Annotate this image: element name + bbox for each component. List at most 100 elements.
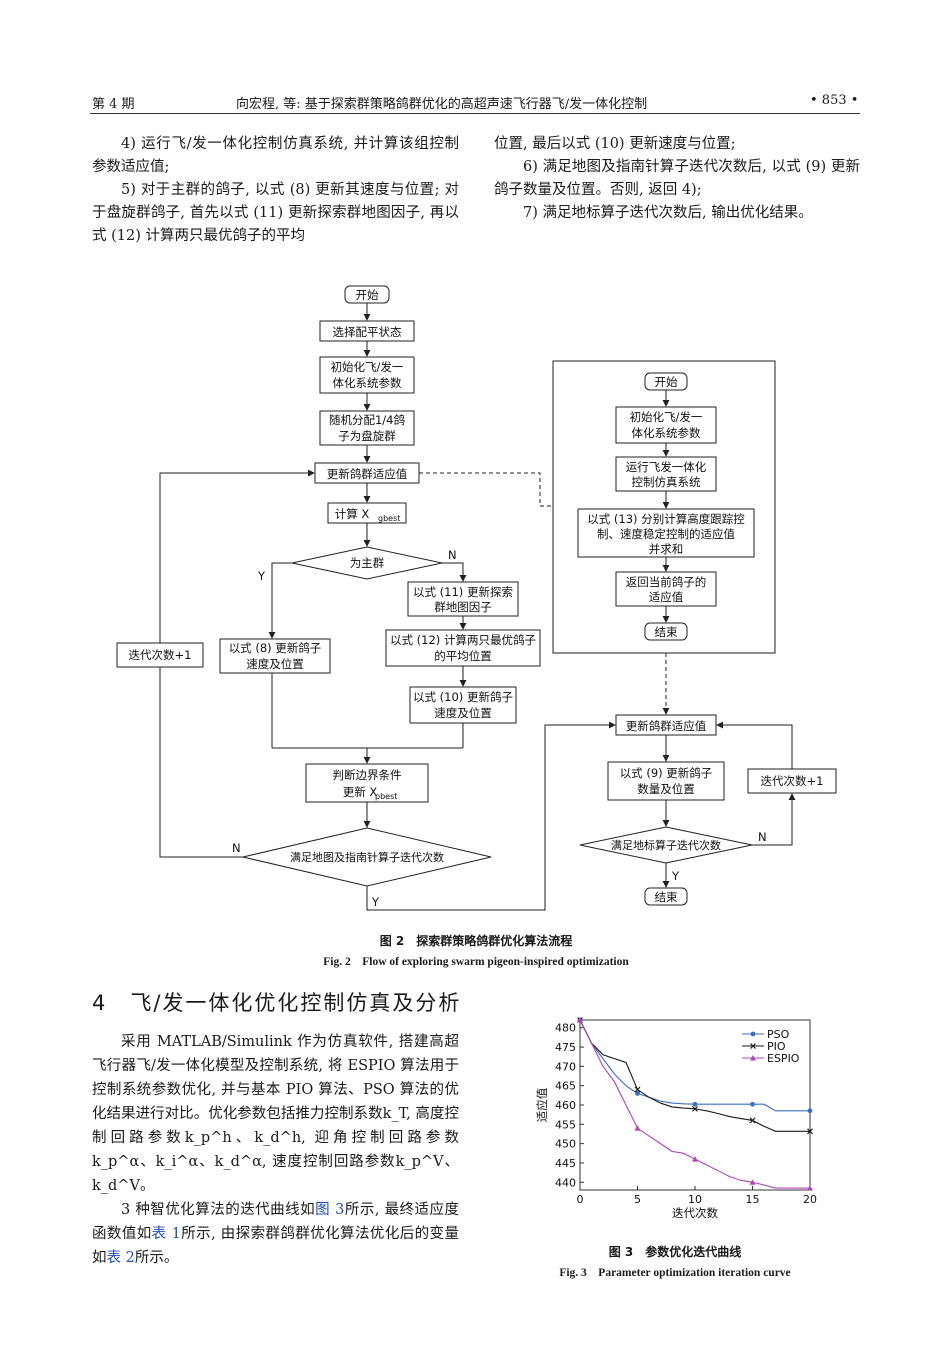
step-5: 5) 对于主群的鸽子, 以式 (8) 更新其速度与位置; 对于盘旋群鸽子, 首先… (92, 182, 459, 244)
assign-label-2: 子为盘旋群 (338, 429, 396, 443)
eq11-label-2: 群地图因子 (434, 600, 492, 614)
body-p2-c: 所示, 由探索群鸽群优化算法优化后的变量如 (92, 1226, 459, 1266)
table1-link[interactable]: 表 1 (151, 1226, 181, 1242)
sub-start-label: 开始 (655, 375, 678, 389)
yes-label-2: Y (371, 895, 380, 909)
boundary-box (305, 763, 429, 803)
pbest-subscript: pbest (375, 792, 397, 801)
end-label: 结束 (655, 890, 678, 904)
y-tick-label: 475 (555, 1041, 576, 1054)
start-label: 开始 (356, 288, 379, 302)
eq12-label-2: 的平均位置 (434, 649, 492, 663)
map-cond-label: 满足地图及指南针算子迭代次数 (290, 850, 444, 864)
page-number: • 853 • (810, 93, 859, 108)
legend-marker-pio (750, 1043, 756, 1049)
sub-eq13-label-3: 并求和 (649, 542, 684, 556)
init-label-2: 体化系统参数 (333, 376, 402, 390)
y-axis-label: 适应值 (535, 1087, 549, 1122)
iter-inc-label: 迭代次数+1 (129, 648, 192, 662)
y-tick-label: 470 (555, 1060, 576, 1073)
section-title: 4 飞/发一体化优化控制仿真及分析 (92, 991, 462, 1015)
left-column: 4) 运行飞/发一体化控制仿真系统, 并计算该组控制参数适应值; 5) 对于主群… (92, 133, 459, 248)
data-point-pio (634, 1086, 641, 1093)
body-p2-d: 所示。 (134, 1250, 179, 1266)
sub-return-label-1: 返回当前鸽子的 (626, 575, 707, 589)
body-paragraph-1: 采用 MATLAB/Simulink 作为仿真软件, 搭建高超飞行器飞/发一体化… (92, 1034, 459, 1194)
eq11-label-1: 以式 (11) 更新探索 (413, 585, 513, 599)
y-tick-label: 450 (555, 1138, 576, 1151)
right-column: 位置, 最后以式 (10) 更新速度与位置; 6) 满足地图及指南针算子迭代次数… (494, 133, 860, 225)
boundary-label-2: 更新 X (343, 785, 378, 799)
sub-end-node (644, 622, 688, 641)
data-point-espio (807, 1185, 813, 1191)
is-main-diamond (291, 546, 443, 580)
step-7: 7) 满足地标算子迭代次数后, 输出优化结果。 (523, 205, 813, 221)
data-point-pso (635, 1091, 640, 1096)
table2-link[interactable]: 表 2 (106, 1250, 135, 1266)
x-tick-label: 10 (688, 1193, 702, 1206)
data-point-espio (634, 1125, 641, 1131)
fig3-caption-en: Fig. 3 Parameter optimization iteration … (559, 1267, 791, 1279)
x-tick-label: 20 (803, 1193, 817, 1206)
sub-eq13-label-1: 以式 (13) 分别计算高度跟踪控 (587, 512, 745, 526)
fig3-caption-cn: 图 3 参数优化迭代曲线 (608, 1245, 742, 1259)
legend-label-espio: ESPIO (767, 1052, 800, 1065)
data-point-pio (807, 1128, 813, 1135)
r-iter-inc-label: 迭代次数+1 (761, 774, 824, 788)
body-p2-a: 3 种智优化算法的迭代曲线如 (121, 1202, 316, 1218)
r-eq9-label-1: 以式 (9) 更新鸽子 (620, 766, 713, 780)
sub-init-label-1: 初始化飞/发一 (630, 410, 703, 424)
x-tick-label: 15 (746, 1193, 760, 1206)
r-iter-inc-box (747, 768, 837, 794)
eq12-label-1: 以式 (12) 计算两只最优鸽子 (390, 633, 536, 647)
y-tick-label: 480 (555, 1022, 576, 1035)
gbest-label: 计算 X (335, 507, 370, 521)
no-label-3: N (758, 830, 767, 844)
data-point-pio (692, 1105, 698, 1112)
sub-end-label: 结束 (655, 625, 678, 639)
boundary-label-1: 判断边界条件 (333, 768, 402, 782)
iter-inc-box (116, 642, 204, 668)
sub-eq13-box (577, 508, 755, 558)
fig3-link[interactable]: 图 3 (315, 1202, 345, 1218)
x-tick-label: 0 (577, 1193, 584, 1206)
eq10-box (409, 686, 517, 724)
update-fitness-label: 更新鸽群适应值 (327, 467, 408, 481)
body-column: 采用 MATLAB/Simulink 作为仿真软件, 搭建高超飞行器飞/发一体化… (92, 1030, 459, 1270)
x-axis-label: 迭代次数 (672, 1206, 718, 1220)
sub-run-label-2: 控制仿真系统 (632, 475, 701, 489)
step-6: 6) 满足地图及指南针算子迭代次数后, 以式 (9) 更新鸽子数量及位置。否则,… (494, 159, 860, 198)
y-tick-label: 460 (555, 1099, 576, 1112)
step-5-cont: 位置, 最后以式 (10) 更新速度与位置; (494, 136, 736, 152)
eq8-label-2: 速度及位置 (246, 657, 304, 671)
issue-number: 第 4 期 (92, 97, 135, 112)
y-tick-label: 465 (555, 1080, 576, 1093)
init-box (319, 356, 415, 394)
fig2-caption-en: Fig. 2 Flow of exploring swarm pigeon-in… (323, 956, 629, 968)
running-title: 向宏程, 等: 基于探索群策略鸽群优化的高超声速飞行器飞/发一体化控制 (236, 97, 648, 112)
data-point-pso (750, 1101, 755, 1107)
body-p2-b: 所示, 最终适应度函数值如 (92, 1202, 459, 1242)
fig2-caption-cn: 图 2 探索群策略鸽群优化算法流程 (379, 934, 573, 948)
eq8-box (219, 638, 331, 674)
sub-eq13-label-2: 制、速度稳定控制的适应值 (597, 527, 735, 541)
r-update-fitness-label: 更新鸽群适应值 (626, 719, 707, 733)
x-tick-label: 5 (634, 1193, 641, 1206)
select-trim-label: 选择配平状态 (333, 325, 402, 339)
landmark-cond-label: 满足地标算子迭代次数 (611, 838, 721, 852)
header-rule (90, 113, 860, 114)
sub-run-label-1: 运行飞发一体化 (626, 460, 707, 474)
legend-label-pso: PSO (767, 1028, 790, 1041)
eq10-label-2: 速度及位置 (434, 706, 492, 720)
r-eq9-label-2: 数量及位置 (637, 782, 695, 796)
eq12-box (385, 629, 541, 667)
yes-label-3: Y (671, 869, 680, 883)
no-label-2: N (232, 841, 241, 855)
end-node (644, 887, 688, 906)
gbest-subscript: gbest (378, 514, 400, 523)
init-label-1: 初始化飞/发一 (331, 360, 404, 374)
data-point-espio (577, 1017, 583, 1023)
sub-return-label-2: 适应值 (649, 590, 684, 604)
y-tick-label: 440 (555, 1176, 576, 1189)
